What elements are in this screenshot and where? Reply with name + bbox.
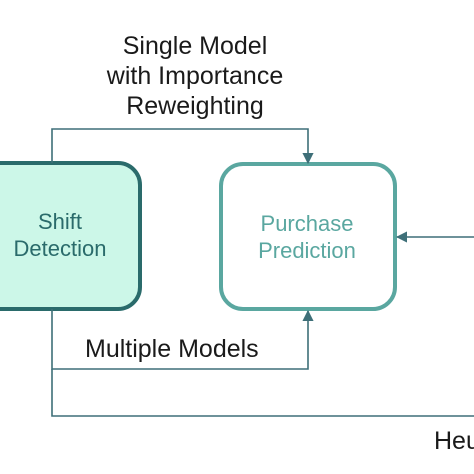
multiple-models-label: Multiple Models xyxy=(85,335,259,363)
purchase-prediction-label-line-1: Purchase xyxy=(260,211,354,236)
single-model-label-line-1: Single Model xyxy=(122,32,268,60)
shift-detection-label-line-2: Detection xyxy=(13,236,107,261)
purchase-prediction-label: Purchase Prediction xyxy=(222,210,392,264)
single-model-label-line-3: Reweighting xyxy=(126,92,264,120)
heuristic-edge xyxy=(51,369,474,417)
single-model-label: Single Model with Importance Reweighting xyxy=(90,31,300,121)
purchase-prediction-label-line-2: Prediction xyxy=(258,238,356,263)
single-model-label-line-2: with Importance xyxy=(106,62,284,90)
shift-detection-label: Shift Detection xyxy=(0,208,140,262)
heuristic-label: Heu xyxy=(434,427,474,455)
multiple-models-edge xyxy=(51,309,314,370)
shift-detection-label-line-1: Shift xyxy=(37,209,83,234)
single-model-edge xyxy=(51,128,314,165)
shift-detection-node xyxy=(0,161,142,311)
